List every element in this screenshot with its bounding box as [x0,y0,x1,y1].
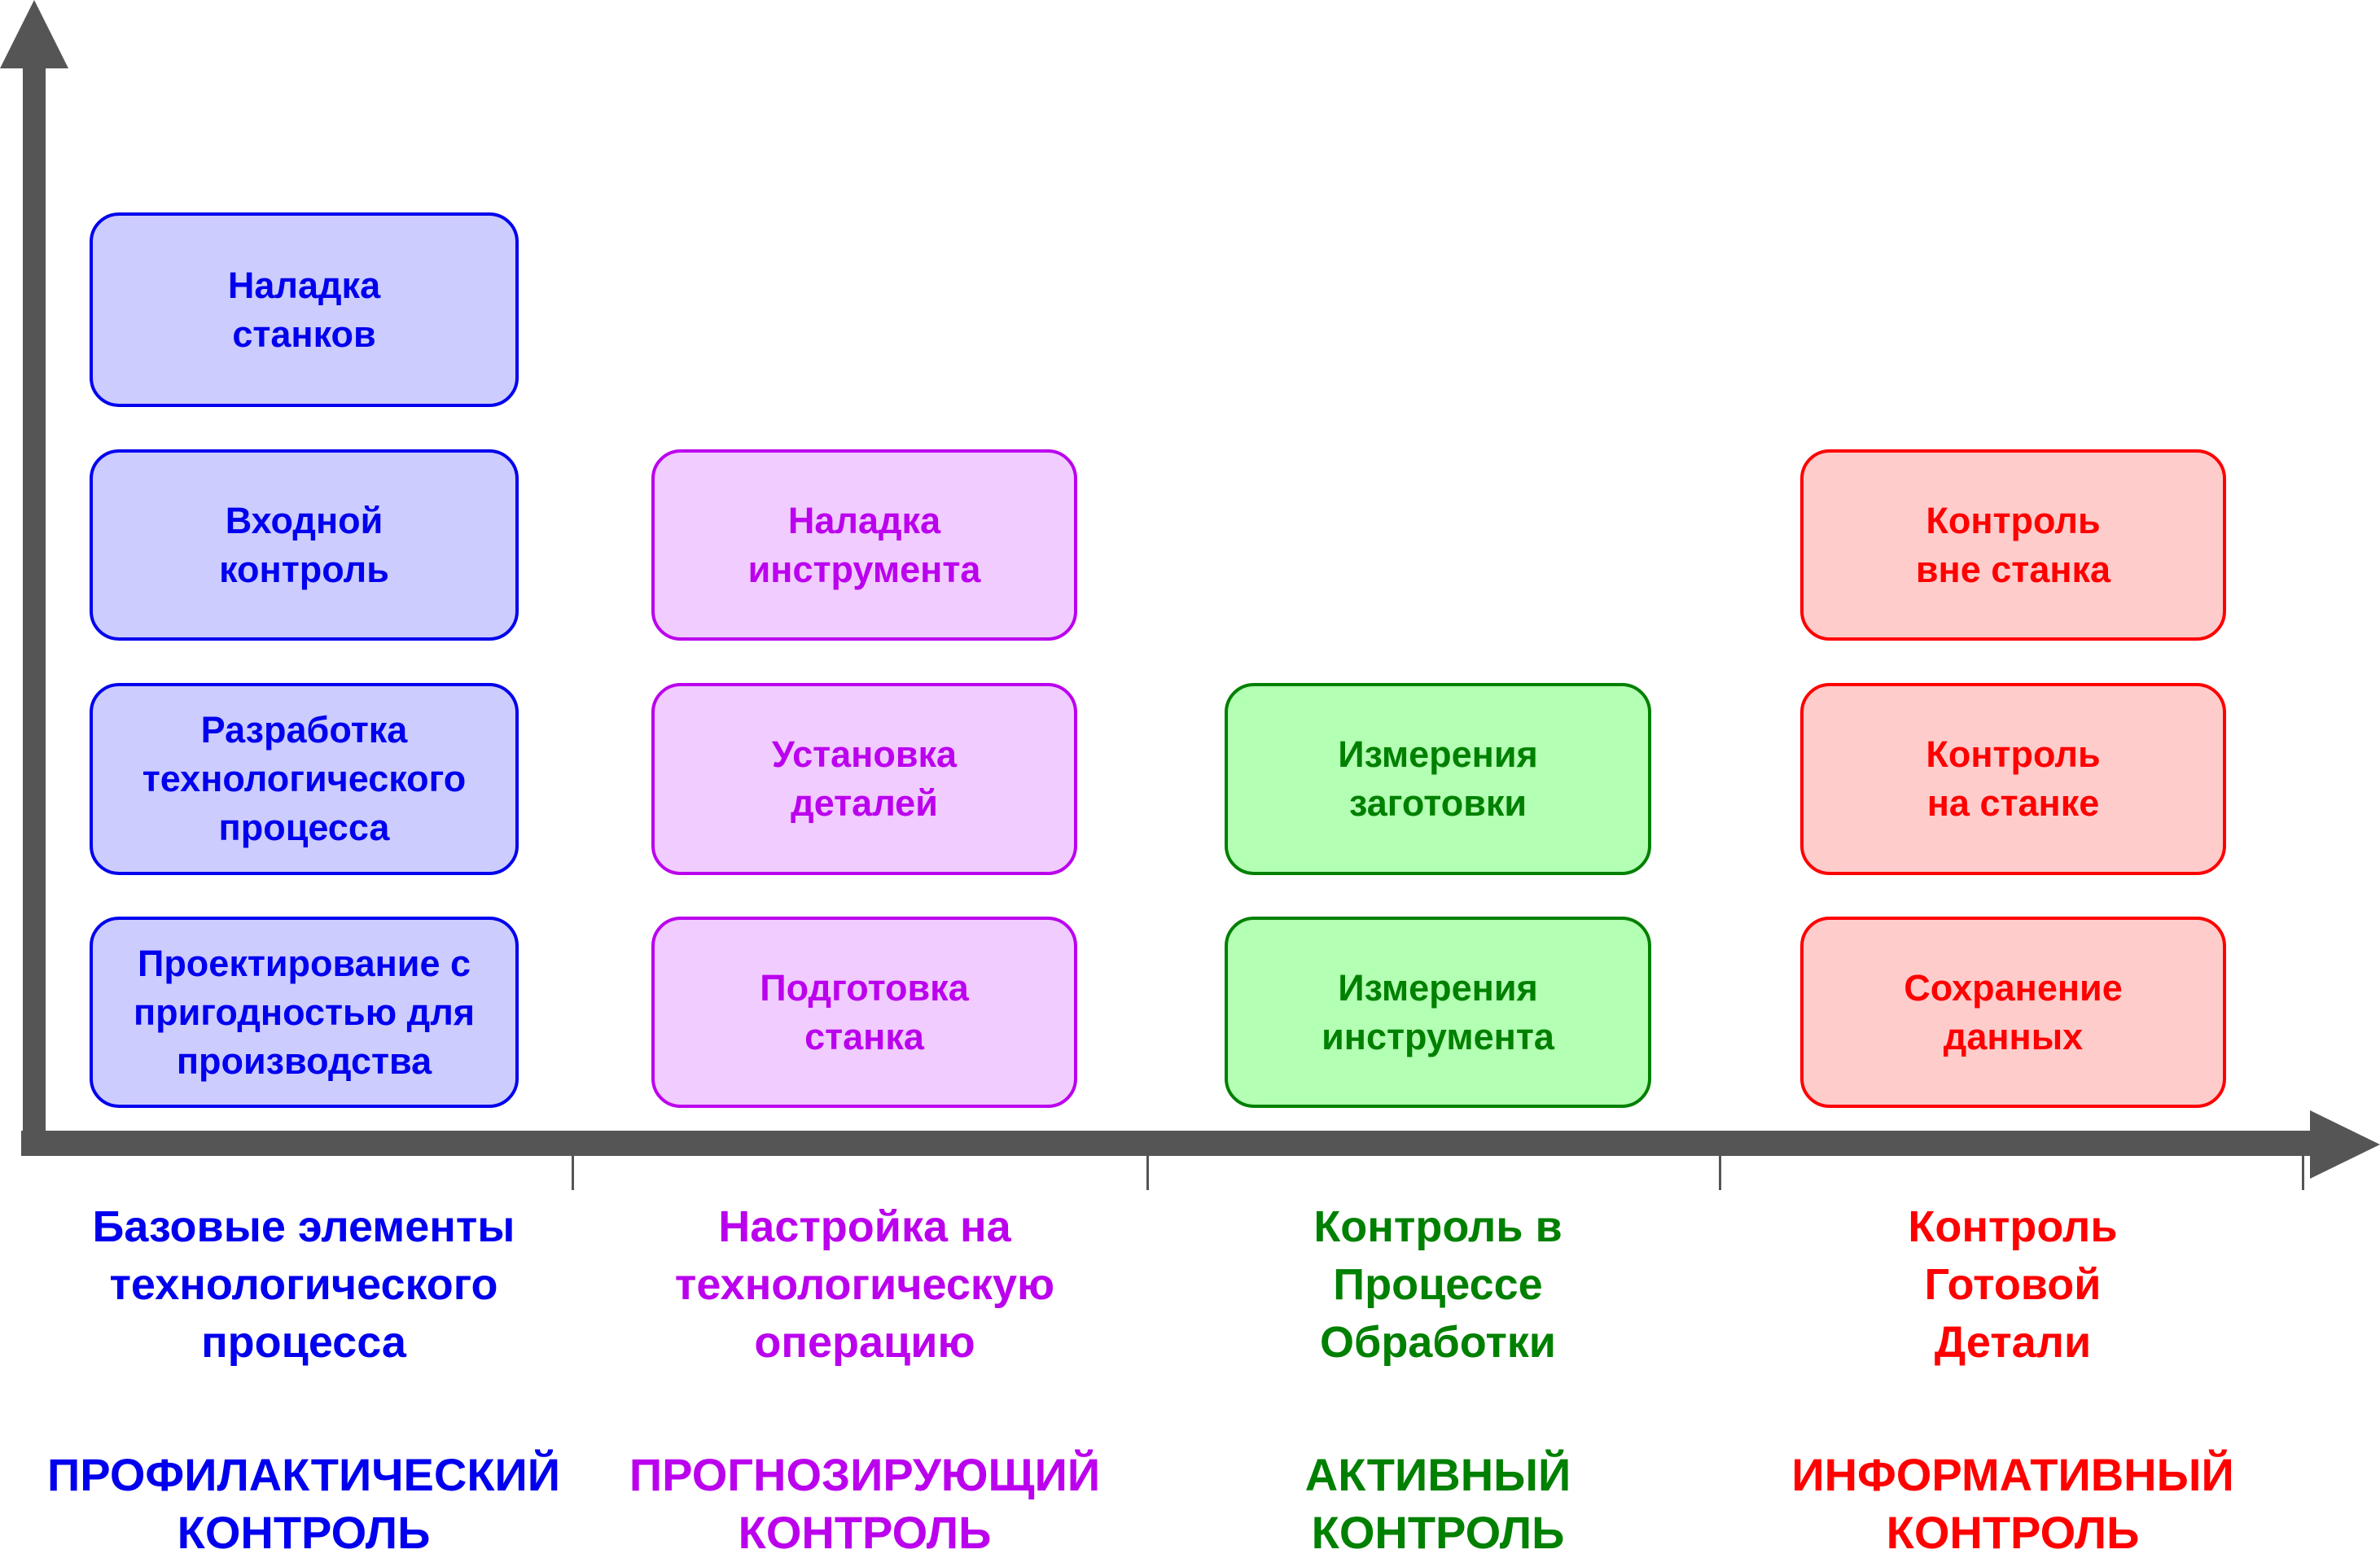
category-line: Детали [1934,1318,2092,1367]
axis-tick [2302,1156,2304,1190]
control-type-label: ПРОГНОЗИРУЮЩИЙ КОНТРОЛЬ [580,1446,1150,1561]
x-axis [21,1131,2317,1156]
box-text-line: станков [232,313,376,355]
process-box: Входной контроль [90,449,519,641]
category-line: процесса [201,1318,406,1367]
category-label: Базовые элементы технологического процесса [19,1198,589,1372]
box-text-line: данных [1943,1015,2084,1057]
box-text-line: станка [804,1015,924,1057]
process-box: Измерения заготовки [1225,683,1651,875]
process-box: Проектирование с пригодностью для производ… [90,917,519,1108]
box-text-line: Наладка [227,264,381,306]
control-type-line: ИНФОРМАТИВНЫЙ [1791,1449,2234,1500]
box-text-line: процесса [218,807,390,848]
control-type-line: ПРОФИЛАКТИЧЕСКИЙ [46,1449,561,1500]
category-line: технологическую [674,1260,1055,1309]
control-type-label: АКТИВНЫЙ КОНТРОЛЬ [1153,1446,1723,1561]
control-type-line: ПРОГНОЗИРУЮЩИЙ [629,1449,1101,1500]
x-axis-arrowhead [2310,1110,2380,1179]
box-text-line: инструмента [1321,1015,1554,1057]
process-box: Контроль на станке [1800,683,2226,875]
box-text-line: инструмента [747,548,981,590]
box-text-line: Контроль [1926,733,2101,775]
category-line: Контроль [1908,1202,2118,1251]
control-type-line: КОНТРОЛЬ [738,1507,992,1558]
category-line: Базовые элементы [92,1202,515,1251]
axis-tick [1146,1156,1149,1190]
process-box: Наладка станков [90,212,519,407]
process-box: Контроль вне станка [1800,449,2226,641]
control-type-line: КОНТРОЛЬ [1886,1507,2140,1558]
box-text-line: деталей [791,782,938,824]
process-box: Измерения инструмента [1225,917,1651,1108]
box-text-line: контроль [219,548,389,590]
box-text-line: Подготовка [760,966,969,1009]
category-line: Готовой [1924,1260,2102,1309]
control-type-line: КОНТРОЛЬ [1311,1507,1565,1558]
box-text-line: Измерения [1338,733,1538,775]
control-type-line: АКТИВНЫЙ [1304,1449,1571,1500]
box-text-line: Входной [225,499,384,541]
box-text-line: Сохранение [1904,966,2123,1009]
category-label: Настройка на технологическую операцию [580,1198,1150,1372]
box-text-line: на станке [1926,782,2100,824]
category-line: Контроль в [1313,1202,1563,1251]
control-type-label: ПРОФИЛАКТИЧЕСКИЙ КОНТРОЛЬ [19,1446,589,1561]
box-text-line: заготовки [1348,782,1527,824]
category-line: технологического [109,1260,498,1309]
box-text-line: Разработка [200,709,408,751]
axis-tick [572,1156,574,1190]
y-axis-arrowhead [0,0,68,68]
box-text-line: вне станка [1915,548,2111,590]
box-text-line: пригодностью для [133,991,476,1033]
y-axis [23,57,46,1156]
box-text-line: Наладка [787,499,941,541]
process-box: Подготовка станка [651,917,1077,1108]
process-box: Установка деталей [651,683,1077,875]
box-text-line: Проектирование с [137,942,471,984]
control-type-line: КОНТРОЛЬ [177,1507,431,1558]
category-line: Обработки [1319,1318,1557,1367]
process-box: Наладка инструмента [651,449,1077,641]
process-box: Сохранение данных [1800,917,2226,1108]
box-text-line: Установка [771,733,958,775]
box-text-line: Контроль [1926,499,2101,541]
category-line: операцию [754,1318,975,1367]
box-text-line: технологического [142,758,467,799]
category-line: Процессе [1333,1260,1543,1309]
axis-tick [1719,1156,1721,1190]
control-type-label: ИНФОРМАТИВНЫЙ КОНТРОЛЬ [1728,1446,2298,1561]
box-text-line: Измерения [1338,966,1538,1009]
box-text-line: производства [176,1040,432,1082]
process-box: Разработка технологического процесса [90,683,519,875]
category-line: Настройка на [718,1202,1011,1251]
